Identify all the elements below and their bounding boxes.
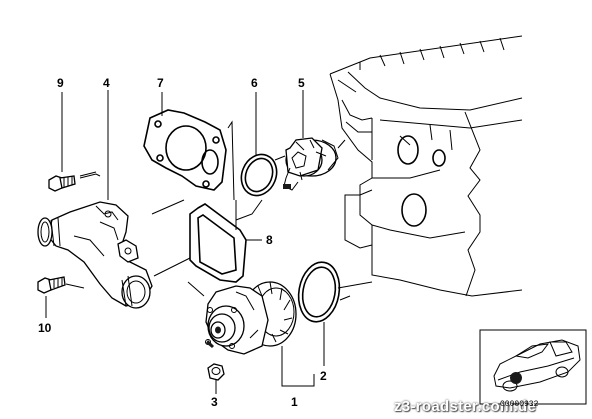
gasket-7: [143, 109, 227, 191]
bolt-10: [37, 276, 66, 294]
callout-4: 4: [103, 76, 110, 90]
seal-ring-6: [240, 153, 278, 197]
assembly-lines: [65, 120, 373, 301]
thermostat-5: [283, 137, 339, 191]
callout-7: 7: [157, 76, 164, 90]
bolt-3: [207, 363, 225, 381]
diagram-id: 00000932: [500, 400, 539, 409]
callout-8: 8: [266, 233, 273, 247]
car-thumbnail: [479, 329, 587, 405]
water-pump-1: [205, 281, 297, 355]
callout-2: 2: [320, 369, 327, 383]
callout-5: 5: [298, 76, 305, 90]
watermark-text: z3-roadster.com.de: [394, 398, 537, 415]
engine-block: [329, 35, 523, 297]
callout-leaders: [45, 90, 325, 394]
housing-4: [37, 201, 153, 309]
gasket-8: [189, 203, 247, 283]
callout-3: 3: [211, 395, 218, 409]
seal-ring-2: [297, 261, 341, 323]
callout-9: 9: [57, 76, 64, 90]
callout-6: 6: [251, 76, 258, 90]
callout-10: 10: [38, 321, 52, 335]
bolt-9: [48, 175, 76, 192]
callout-1: 1: [291, 395, 298, 409]
